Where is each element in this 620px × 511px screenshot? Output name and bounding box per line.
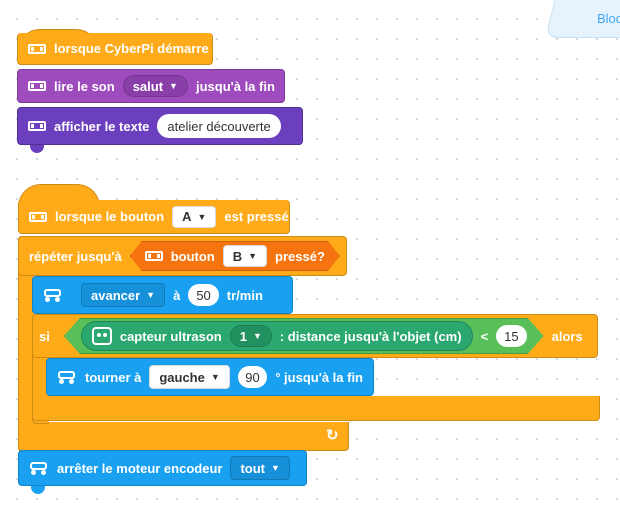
direction-dropdown[interactable]: avancer ▼: [81, 283, 166, 307]
motor-select-value: tout: [240, 460, 265, 476]
ultrasonic-icon: [92, 327, 112, 345]
sound-dropdown[interactable]: salut ▼: [122, 75, 188, 97]
cyberpi-icon: [29, 211, 47, 222]
button-dropdown[interactable]: A ▼: [172, 205, 217, 228]
block-notch: [31, 486, 45, 494]
ultrasonic-distance-reporter[interactable]: capteur ultrason 1 ▼ : distance jusqu'à …: [81, 321, 473, 351]
cyberpi-icon: [28, 121, 46, 131]
when-button-suffix: est pressé: [224, 209, 289, 224]
sensor-port-value: 1: [239, 328, 247, 344]
turn-suffix: ° jusqu'à la fin: [275, 369, 363, 385]
cyberpi-icon: [28, 43, 46, 54]
if-block-bottom-arm: [32, 396, 600, 421]
play-sound-until-done-block[interactable]: lire le son salut ▼ jusqu'à la fin: [17, 69, 285, 103]
condition-button-value: B: [232, 248, 243, 264]
show-text-label: afficher le texte: [54, 118, 150, 134]
less-than-symbol: <: [480, 328, 489, 344]
sound-dropdown-value: salut: [132, 78, 164, 94]
direction-dropdown-value: avancer: [91, 287, 141, 303]
blocks-tab-label[interactable]: Bloc: [597, 11, 620, 26]
show-text-block[interactable]: afficher le texte atelier découverte: [17, 107, 303, 145]
repeat-until-block[interactable]: répéter jusqu'à bouton B ▼ pressé?: [18, 236, 347, 276]
repeat-block-bottom-arm: [18, 422, 349, 451]
chevron-down-icon: ▼: [146, 290, 156, 300]
button-condition-label: bouton: [170, 248, 215, 264]
button-condition-suffix: pressé?: [275, 248, 325, 264]
button-dropdown-value: A: [182, 209, 192, 224]
show-text-input[interactable]: atelier découverte: [157, 114, 281, 138]
hat-label: lorsque CyberPi démarre: [54, 41, 209, 56]
speed-unit: tr/min: [226, 287, 263, 303]
chevron-down-icon: ▼: [252, 331, 262, 341]
cyberpi-icon: [145, 251, 163, 261]
rover-icon: [57, 370, 77, 384]
loop-arrow-icon: ↻: [326, 427, 339, 444]
sensor-port-dropdown[interactable]: 1 ▼: [230, 325, 272, 347]
sensor-suffix: : distance jusqu'à l'objet (cm): [279, 328, 462, 344]
turn-direction-value: gauche: [159, 369, 205, 385]
if-label: si: [39, 328, 50, 344]
distance-threshold-input[interactable]: 15: [496, 325, 526, 347]
turn-direction-dropdown[interactable]: gauche ▼: [149, 365, 230, 389]
when-button-label: lorsque le bouton: [55, 209, 165, 224]
block-notch: [30, 145, 44, 153]
repeat-until-label: répéter jusqu'à: [29, 248, 122, 264]
turn-label: tourner à: [85, 369, 142, 385]
sensor-label: capteur ultrason: [119, 328, 222, 344]
motor-select-dropdown[interactable]: tout ▼: [230, 456, 290, 480]
speed-input[interactable]: 50: [188, 284, 219, 306]
rover-icon: [43, 288, 63, 302]
turn-degrees-input[interactable]: 90: [237, 366, 268, 388]
rover-icon: [29, 461, 49, 475]
cyberpi-icon: [28, 81, 46, 91]
stop-motor-label: arrêter le moteur encodeur: [57, 460, 223, 476]
chevron-down-icon: ▼: [169, 81, 178, 91]
chevron-down-icon: ▼: [197, 211, 207, 222]
less-than-operator[interactable]: capteur ultrason 1 ▼ : distance jusqu'à …: [64, 318, 544, 354]
chevron-down-icon: ▼: [248, 251, 258, 261]
move-forward-block[interactable]: avancer ▼ à 50 tr/min: [32, 276, 293, 314]
when-button-pressed-block[interactable]: lorsque le bouton A ▼ est pressé: [18, 200, 290, 234]
then-label: alors: [551, 328, 583, 344]
condition-button-dropdown[interactable]: B ▼: [223, 245, 267, 267]
chevron-down-icon: ▼: [210, 372, 220, 382]
turn-block[interactable]: tourner à gauche ▼ 90 ° jusqu'à la fin: [46, 358, 374, 396]
if-then-block[interactable]: si capteur ultrason 1 ▼ : distance jusqu…: [32, 314, 598, 358]
move-at-label: à: [173, 287, 181, 303]
button-pressed-condition[interactable]: bouton B ▼ pressé?: [130, 241, 340, 271]
stop-encoder-motor-block[interactable]: arrêter le moteur encodeur tout ▼: [18, 450, 307, 486]
play-sound-suffix: jusqu'à la fin: [195, 78, 275, 94]
play-sound-label: lire le son: [54, 78, 115, 94]
chevron-down-icon: ▼: [271, 463, 280, 473]
when-cyberpi-starts-block[interactable]: lorsque CyberPi démarre: [17, 33, 213, 65]
